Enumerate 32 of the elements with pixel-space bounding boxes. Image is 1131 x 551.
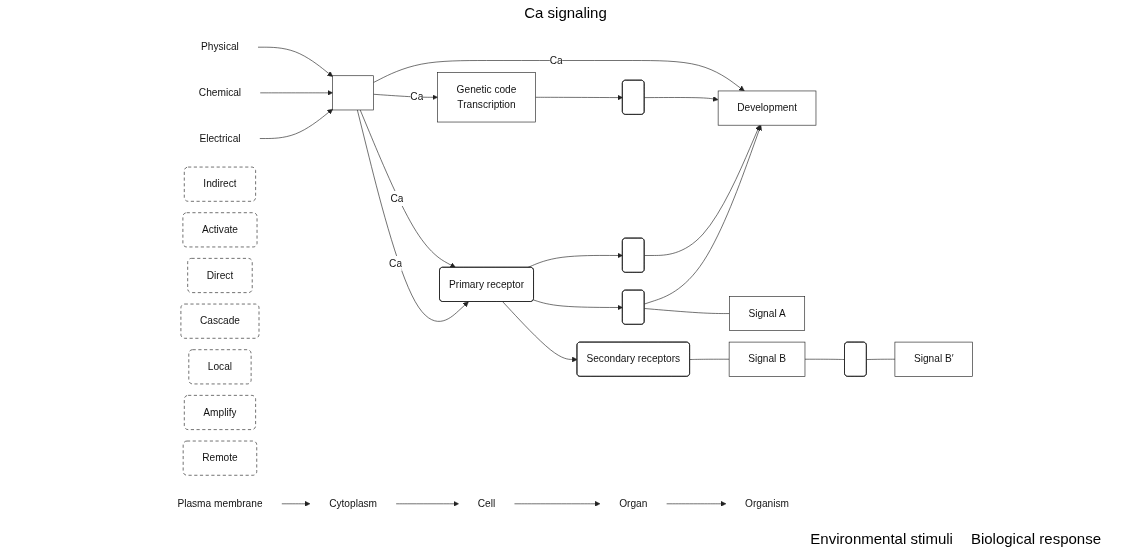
diagram-title: Ca signaling <box>524 4 607 21</box>
node-text: Plasma membrane <box>177 498 263 509</box>
node-box: Signal B <box>728 341 806 377</box>
node-box: Amplify <box>184 395 256 430</box>
edge-label: Ca <box>390 192 404 204</box>
node-box: Development <box>717 90 817 126</box>
node-text: Physical <box>201 41 239 53</box>
connector <box>689 358 730 360</box>
connector <box>644 308 730 314</box>
node-box: Activate <box>182 212 258 248</box>
note-label: Environmental stimuli <box>810 530 953 547</box>
node-text: Electrical <box>199 132 241 144</box>
node-box: Local <box>188 349 252 385</box>
node-bar <box>332 75 374 111</box>
node-box: Signal A <box>729 296 805 331</box>
node-box: Cascade <box>180 303 260 339</box>
connector <box>804 358 846 360</box>
node-text: Organ <box>619 498 648 509</box>
node-box: Remote <box>182 440 258 476</box>
node-box: Genetic code Transcription <box>437 72 536 123</box>
node-box: Indirect <box>184 166 256 202</box>
node-box: Signal B′ <box>894 341 973 377</box>
connector <box>866 358 896 360</box>
edge-label: Ca <box>549 54 563 66</box>
node-box: Direct <box>187 258 253 293</box>
node-text: Cytoplasm <box>329 498 378 509</box>
node-text: Cell <box>477 498 496 509</box>
edge-label: Ca <box>389 257 403 269</box>
note-label: Biological response <box>970 530 1101 547</box>
node-text: Chemical <box>198 87 242 98</box>
edge-label: Ca <box>410 91 424 103</box>
node-text: Organism <box>745 498 790 509</box>
